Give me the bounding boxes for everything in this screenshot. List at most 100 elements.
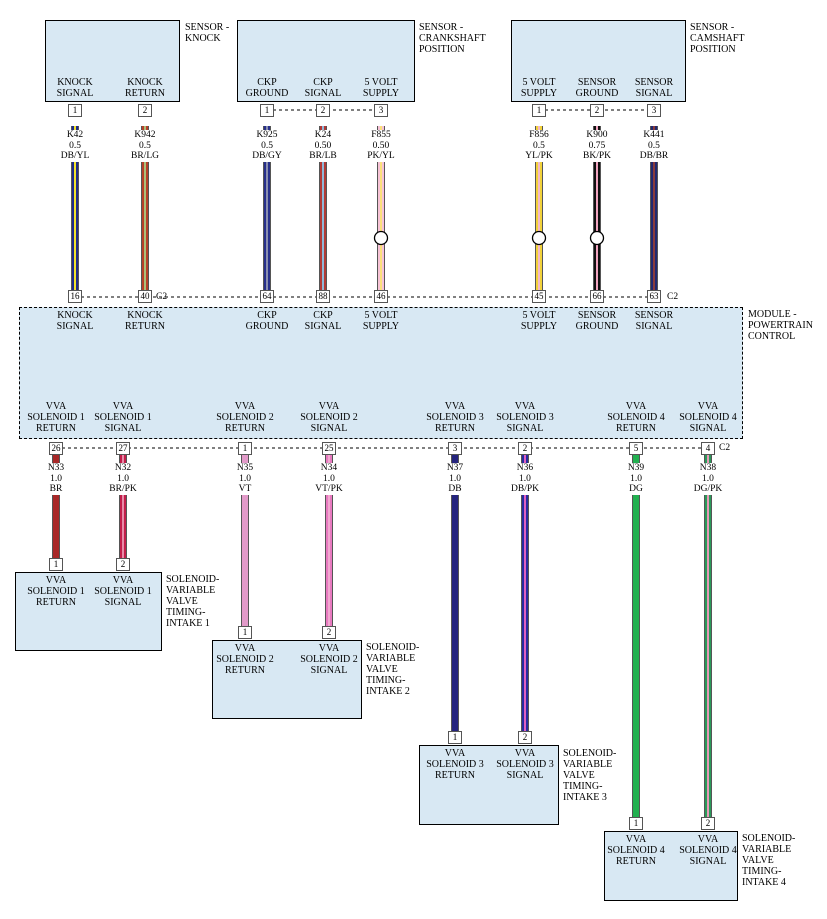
solenoid-sol4-box [604, 831, 738, 901]
wire-color: DB/YL [60, 151, 90, 161]
wire-gauge: 1.0 [117, 473, 129, 484]
sensor-pin-label-line: 5 VOLT [364, 77, 398, 88]
solenoid-pin-label-line: SOLENOID 1 [27, 586, 85, 597]
wire-gauge: 0.5 [69, 140, 81, 151]
solenoid-sol1-title-line: SOLENOID- [166, 574, 220, 585]
pcm-pin: 1 [238, 442, 252, 455]
pcm-pin: 64 [260, 290, 274, 303]
solenoid-sol1-title-line: VARIABLE [166, 585, 216, 596]
solenoid-pin: 1 [49, 558, 63, 571]
pcm-bottom-label-line: SIGNAL [310, 423, 348, 434]
wire-color: DB/PK [511, 484, 539, 494]
solenoid-sol2-box [212, 640, 362, 719]
solenoid-pin-label-line: SOLENOID 3 [426, 759, 484, 770]
wire-circuit: K441 [643, 130, 665, 140]
pcm-module-title-line: MODULE - [748, 309, 797, 320]
solenoid-sol3-title-line: TIMING- [563, 781, 603, 792]
sensor-pin-label-line: 5 VOLT [522, 77, 556, 88]
wire-circuit: K942 [134, 130, 156, 140]
pcm-top-label-line: CKP [257, 310, 277, 321]
pcm-pin: 45 [532, 290, 546, 303]
sensor-ckp-title-line: CRANKSHAFT [419, 33, 486, 44]
pcm-bottom-label-line: SOLENOID 3 [496, 412, 554, 423]
wire-gauge: 1.0 [323, 473, 335, 484]
pcm-top-label-line: SIGNAL [56, 321, 94, 332]
solenoid-sol1-title-line: INTAKE 1 [166, 618, 210, 629]
solenoid-pin: 2 [518, 731, 532, 744]
sensor-cmp-title-line: POSITION [690, 44, 736, 55]
pcm-pin: 25 [322, 442, 336, 455]
wire-color: DB/GY [252, 151, 282, 161]
wire-color: BR/LB [309, 151, 337, 161]
pcm-bottom-label-line: SOLENOID 4 [607, 412, 665, 423]
pcm-top-label-line: RETURN [125, 321, 165, 332]
wire-circuit: N39 [627, 463, 645, 473]
pcm-top-label-line: KNOCK [57, 310, 93, 321]
pcm-bottom-label-line: SIGNAL [506, 423, 544, 434]
solenoid-pin-label-line: SOLENOID 2 [300, 654, 358, 665]
wire-circuit: N33 [47, 463, 65, 473]
wire-circuit: N37 [446, 463, 464, 473]
solenoid-pin-label-line: VVA [45, 575, 67, 586]
pcm-pin: 46 [374, 290, 388, 303]
solenoid-pin-label-line: SOLENOID 3 [496, 759, 554, 770]
wire-color: BR [49, 484, 63, 494]
solenoid-sol4-title-line: TIMING- [742, 866, 782, 877]
sensor-pin: 2 [138, 104, 152, 117]
wire-gauge: 1.0 [702, 473, 714, 484]
wire-color: PK/YL [367, 151, 395, 161]
solenoid-pin-label-line: SIGNAL [310, 665, 348, 676]
solenoid-sol3-title-line: SOLENOID- [563, 748, 617, 759]
solenoid-pin-label-line: VVA [318, 643, 340, 654]
solenoid-sol2-title-line: SOLENOID- [366, 642, 420, 653]
sensor-pin: 1 [532, 104, 546, 117]
pcm-bottom-label-line: SOLENOID 2 [216, 412, 274, 423]
sensor-cmp-title-line: CAMSHAFT [690, 33, 745, 44]
sensor-pin-label-line: KNOCK [57, 77, 93, 88]
pcm-bottom-label-line: RETURN [616, 423, 656, 434]
solenoid-pin-label-line: SOLENOID 2 [216, 654, 274, 665]
solenoid-pin-label-line: SOLENOID 4 [607, 845, 665, 856]
wire-color: BR/LG [131, 151, 159, 161]
solenoid-pin-label-line: SOLENOID 1 [94, 586, 152, 597]
wire-gauge: 1.0 [449, 473, 461, 484]
solenoid-pin-label-line: SIGNAL [506, 770, 544, 781]
solenoid-sol4-title-line: SOLENOID- [742, 833, 796, 844]
sensor-pin-label-line: CKP [257, 77, 277, 88]
pcm-top-label-line: CKP [313, 310, 333, 321]
pcm-bottom-label-line: SOLENOID 2 [300, 412, 358, 423]
solenoid-sol1-box [15, 572, 162, 651]
pcm-bottom-label-line: VVA [444, 401, 466, 412]
solenoid-pin-label-line: RETURN [435, 770, 475, 781]
sensor-knock-title-line: SENSOR - [185, 22, 230, 33]
sensor-pin-label-line: SIGNAL [635, 88, 673, 99]
splice-icon [373, 230, 389, 246]
wire-gauge: 0.5 [533, 140, 545, 151]
pcm-bottom-label-line: VVA [318, 401, 340, 412]
wire-circuit: K42 [66, 130, 84, 140]
pcm-top-label-line: SENSOR [577, 310, 617, 321]
wire-circuit: K900 [586, 130, 608, 140]
sensor-pin: 2 [590, 104, 604, 117]
